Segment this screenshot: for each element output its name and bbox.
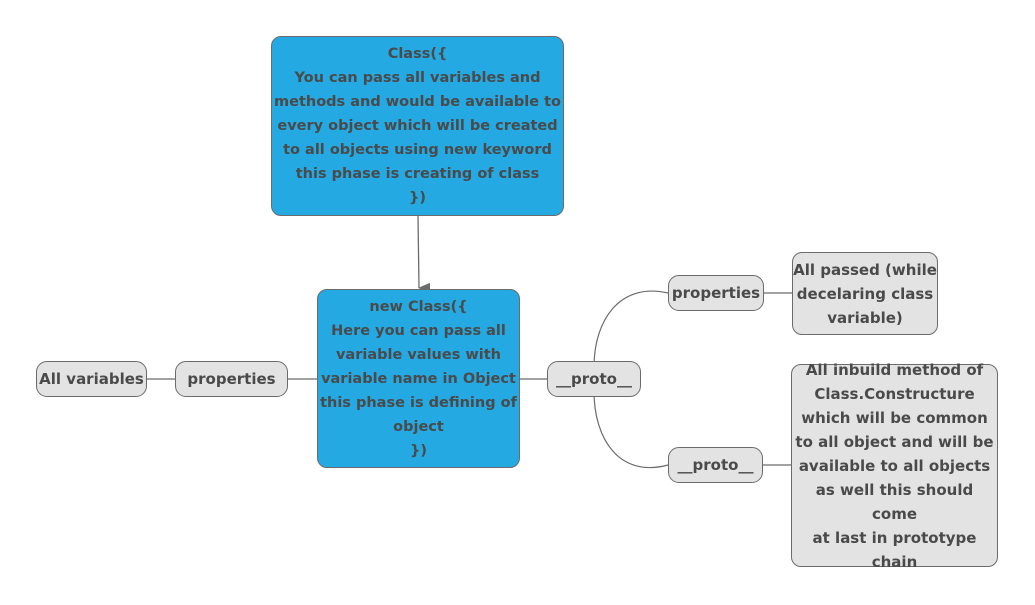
lower-note-node: All inbuild method of Class.Constructure…	[791, 361, 998, 571]
class-to-new-class-arrow	[417, 215, 431, 293]
left-properties-node: properties	[175, 361, 288, 397]
upper-note-node: All passed (while decelaring class varia…	[792, 252, 938, 335]
class-definition-node: Class({ You can pass all variables and m…	[271, 36, 564, 216]
proto-node: __proto__	[547, 361, 641, 397]
link-proto-lower-proto	[593, 390, 669, 469]
lower-proto-node: __proto__	[668, 447, 763, 483]
link-proto-upper-properties	[593, 290, 669, 368]
all-variables-node: All variables	[36, 361, 147, 397]
new-class-node: new Class({ Here you can pass all variab…	[317, 289, 520, 468]
upper-properties-node: properties	[668, 275, 764, 311]
